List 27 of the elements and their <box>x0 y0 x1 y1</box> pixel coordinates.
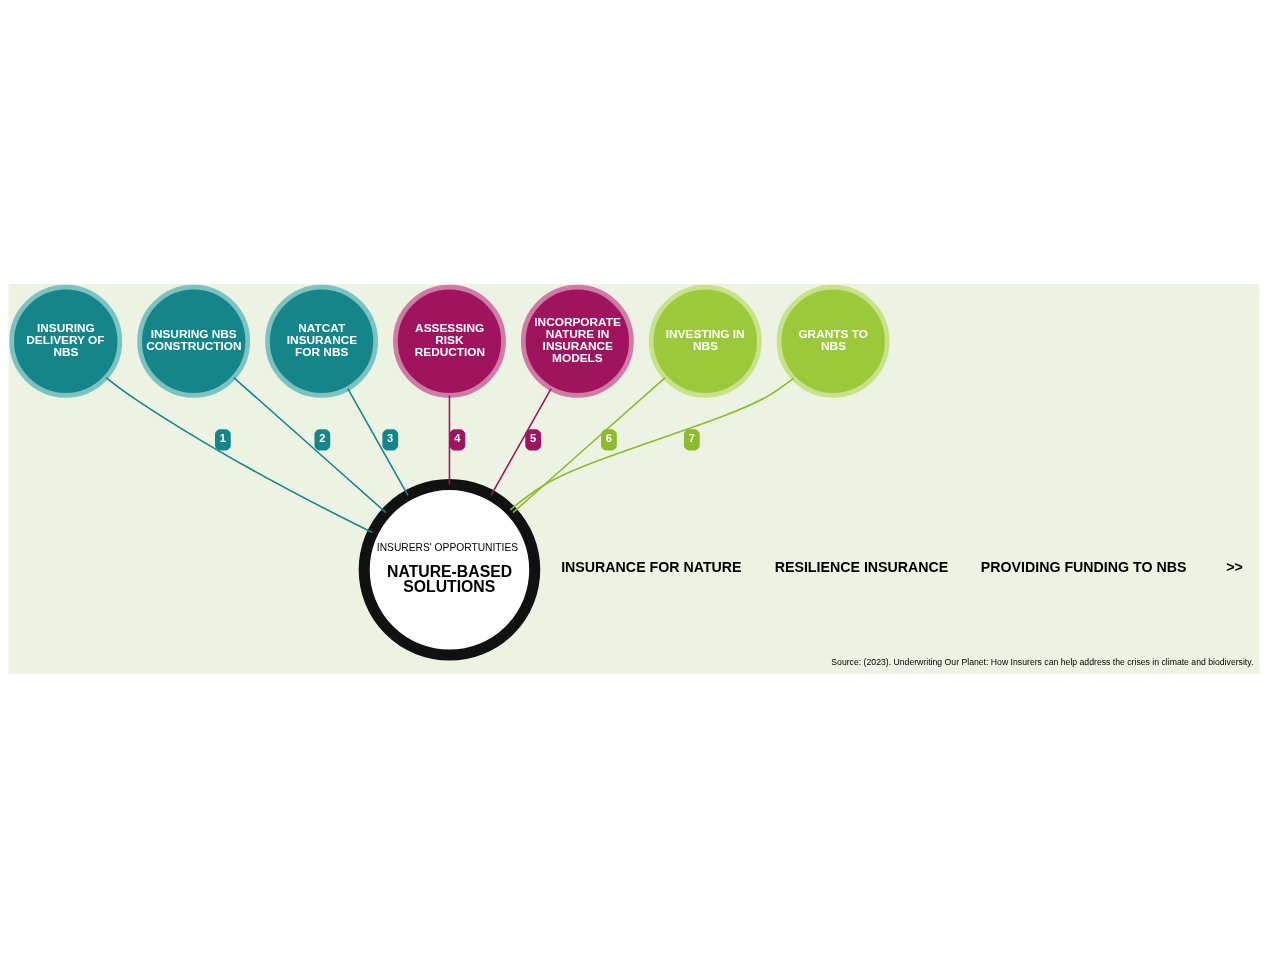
connector <box>512 376 666 513</box>
node-circle: INSURERS' OPPORTUNITIES NATURE-BASED SOLUTIONS <box>358 478 541 661</box>
caption: Source: (2023). Underwriting Our Planet: How Insurers can help address the crises in climate and biodiversity. <box>831 656 1254 667</box>
edge-label: 7 <box>688 431 695 444</box>
connector <box>448 394 451 485</box>
node-circle: INSURING NBS CONSTRUCTION <box>137 284 251 398</box>
label: >> <box>1226 558 1243 575</box>
edge-label: 4 <box>454 431 461 444</box>
edge-label: 3 <box>387 431 394 444</box>
connector <box>105 376 374 533</box>
edge-label: 2 <box>319 431 326 444</box>
connector <box>490 387 552 496</box>
connector <box>509 376 795 511</box>
edge-label: 6 <box>605 431 612 444</box>
node-circle: INCORPORATE NATURE IN INSURANCE MODELS <box>520 284 634 398</box>
node-circle: INSURING DELIVERY OF NBS <box>9 284 123 398</box>
connector <box>232 376 387 513</box>
node-circle: GRANTS TO NBS <box>776 284 890 398</box>
node-circle: INVESTING IN NBS <box>648 284 762 398</box>
connector <box>347 387 409 496</box>
node-circle: ASSESSING RISK REDUCTION <box>393 284 506 398</box>
node-circle: NATCAT INSURANCE FOR NBS <box>265 284 378 398</box>
edge-label: 5 <box>529 431 537 444</box>
label: INSURANCE FOR NATURE <box>561 558 742 575</box>
edge-label: 1 <box>219 431 226 444</box>
label: RESILIENCE INSURANCE <box>774 558 949 575</box>
label: PROVIDING FUNDING TO NBS <box>980 558 1187 575</box>
